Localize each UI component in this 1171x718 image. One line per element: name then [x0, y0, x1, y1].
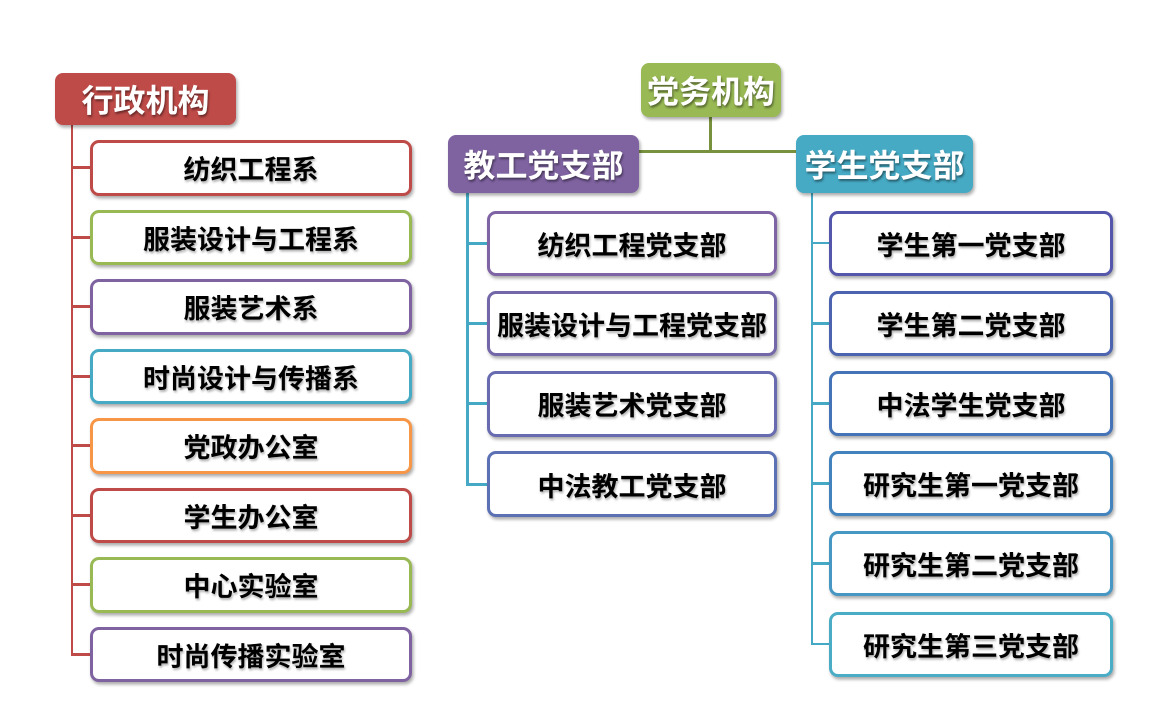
faculty-child-node-label: 中法教工党支部	[537, 464, 727, 504]
faculty-child-node: 纺织工程党支部	[487, 210, 777, 276]
admin-child-node: 时尚传播实验室	[90, 626, 412, 682]
student-stub-line	[810, 562, 830, 566]
party-header-label: 党务机构	[646, 67, 775, 113]
admin-stub-line	[70, 305, 91, 309]
admin-header-label: 行政机构	[81, 76, 210, 122]
student-child-node: 研究生第一党支部	[829, 451, 1113, 517]
faculty-trunk-line	[466, 192, 469, 486]
admin-child-node: 中心实验室	[90, 557, 412, 613]
admin-child-node: 纺织工程系	[90, 140, 412, 196]
faculty-header-label: 教工党支部	[463, 141, 624, 187]
student-stub-line	[810, 321, 830, 325]
admin-stub-line	[70, 166, 91, 170]
admin-child-node-label: 时尚传播实验室	[156, 634, 346, 674]
admin-stub-line	[70, 513, 91, 517]
faculty-child-node: 服装设计与工程党支部	[487, 290, 777, 357]
student-child-node: 中法学生党支部	[829, 370, 1113, 436]
student-stub-line	[810, 402, 830, 405]
faculty-stub-line	[466, 402, 488, 406]
student-child-node-label: 研究生第三党支部	[863, 624, 1079, 664]
admin-child-node: 时尚设计与传播系	[90, 348, 412, 404]
student-child-node: 学生第一党支部	[829, 210, 1113, 276]
admin-child-node: 学生办公室	[90, 487, 412, 543]
faculty-stub-line	[466, 322, 488, 325]
faculty-child-node-label: 服装设计与工程党支部	[497, 304, 767, 344]
student-child-node-label: 学生第一党支部	[876, 223, 1066, 263]
admin-stub-line	[70, 235, 91, 239]
student-child-node-label: 中法学生党支部	[876, 383, 1066, 423]
faculty-child-node-label: 纺织工程党支部	[537, 223, 727, 263]
student-stub-line	[810, 642, 830, 646]
student-header: 学生党支部	[796, 135, 973, 193]
student-trunk-line	[810, 192, 814, 646]
admin-child-node-label: 中心实验室	[183, 565, 319, 605]
faculty-child-node: 中法教工党支部	[487, 451, 777, 517]
faculty-header: 教工党支部	[448, 135, 639, 193]
party-header: 党务机构	[641, 63, 781, 117]
admin-header: 行政机构	[55, 73, 236, 125]
admin-child-node: 党政办公室	[90, 418, 412, 474]
faculty-child-node-label: 服装艺术党支部	[537, 384, 727, 424]
student-child-node-label: 研究生第一党支部	[863, 464, 1079, 504]
faculty-stub-line	[466, 241, 488, 245]
admin-trunk-line	[70, 124, 74, 656]
admin-child-node-label: 服装艺术系	[183, 287, 319, 327]
admin-child-node-label: 服装设计与工程系	[143, 217, 359, 257]
faculty-stub-line	[466, 482, 488, 486]
admin-child-node-label: 纺织工程系	[183, 148, 319, 188]
admin-stub-line	[70, 374, 91, 378]
party-vertical-line	[709, 116, 713, 153]
admin-child-node: 服装艺术系	[90, 279, 412, 335]
student-child-node: 研究生第三党支部	[829, 611, 1113, 677]
admin-child-node-label: 时尚设计与传播系	[143, 356, 359, 396]
student-stub-line	[810, 241, 830, 245]
party-horizontal-line	[639, 149, 796, 153]
admin-child-node: 服装设计与工程系	[90, 209, 412, 265]
admin-stub-line	[70, 444, 91, 448]
student-stub-line	[810, 482, 830, 485]
faculty-child-node: 服装艺术党支部	[487, 371, 777, 437]
student-child-node-label: 学生第二党支部	[876, 303, 1066, 343]
admin-child-node-label: 学生办公室	[183, 495, 319, 535]
admin-child-node-label: 党政办公室	[183, 426, 319, 466]
admin-stub-line	[70, 652, 91, 656]
student-child-node: 研究生第二党支部	[829, 531, 1113, 597]
admin-stub-line	[70, 583, 91, 587]
student-header-label: 学生党支部	[804, 141, 965, 187]
student-child-node: 学生第二党支部	[829, 290, 1113, 356]
student-child-node-label: 研究生第二党支部	[863, 544, 1079, 584]
